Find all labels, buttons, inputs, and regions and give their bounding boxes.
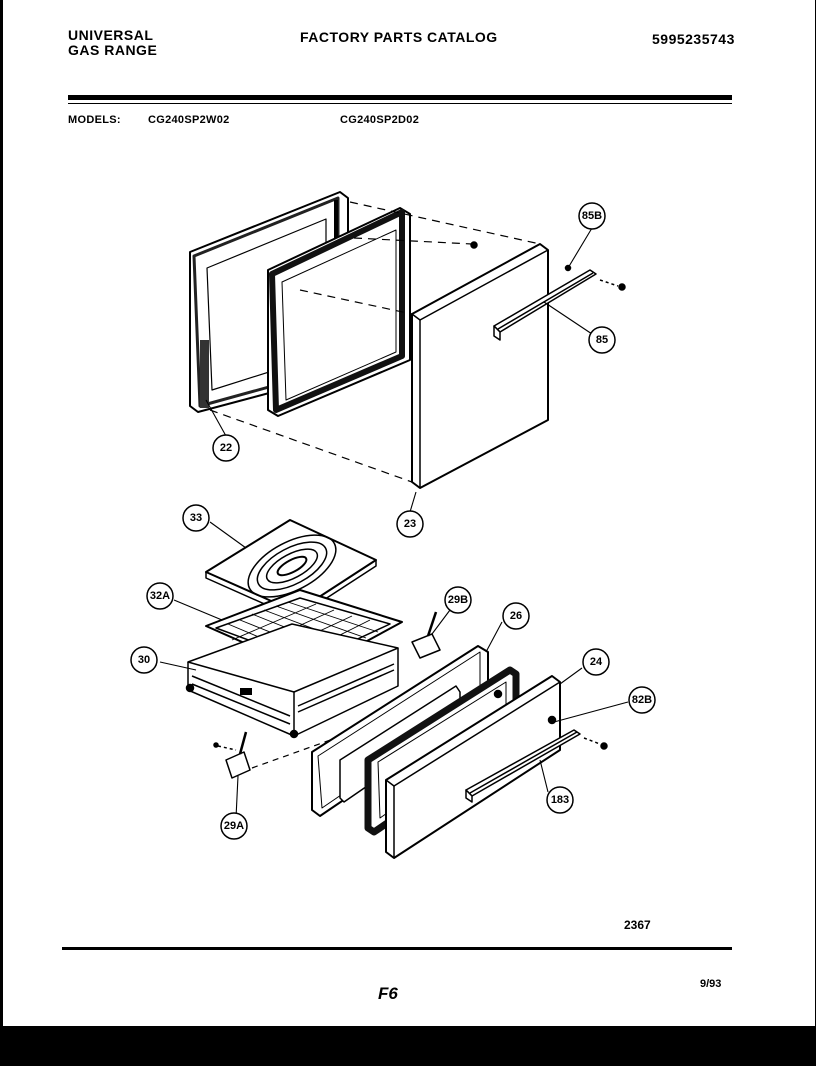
svg-text:85: 85 bbox=[596, 334, 608, 346]
callout-24: 24 bbox=[582, 648, 610, 676]
header-rule-thick bbox=[68, 95, 732, 100]
svg-text:85B: 85B bbox=[582, 210, 602, 222]
catalog-title: FACTORY PARTS CATALOG bbox=[300, 29, 498, 45]
catalog-number: 5995235743 bbox=[652, 31, 735, 47]
broiler-pan-part-33 bbox=[205, 519, 377, 619]
callout-82b: 82B bbox=[628, 686, 656, 714]
svg-text:32A: 32A bbox=[150, 590, 170, 602]
drawer-handle-part-183 bbox=[465, 729, 581, 803]
callout-32a: 32A bbox=[146, 582, 174, 610]
callout-85: 85 bbox=[588, 326, 616, 354]
drawer-bracket-part-29a bbox=[213, 731, 251, 779]
callout-29b: 29B bbox=[444, 586, 472, 614]
callout-23: 23 bbox=[396, 510, 424, 538]
footer-rule bbox=[62, 947, 732, 950]
svg-text:23: 23 bbox=[404, 518, 416, 530]
handle-screw-82b bbox=[583, 737, 608, 750]
callout-26: 26 bbox=[502, 602, 530, 630]
brand-line-2: GAS RANGE bbox=[68, 42, 158, 58]
callout-183: 183 bbox=[546, 786, 574, 814]
scan-bottom-band bbox=[0, 1026, 816, 1066]
door-handle-part-85 bbox=[493, 269, 597, 341]
date-code: 9/93 bbox=[700, 978, 722, 990]
models-label: MODELS: bbox=[68, 114, 121, 126]
svg-text:24: 24 bbox=[590, 656, 603, 668]
callout-33: 33 bbox=[182, 504, 210, 532]
door-outer-panel-part-23 bbox=[411, 243, 549, 489]
drawer-bracket-part-29b bbox=[411, 611, 441, 659]
page-number: F6 bbox=[378, 984, 398, 1003]
callout-22: 22 bbox=[212, 434, 240, 462]
model-number-2: CG240SP2D02 bbox=[340, 114, 420, 126]
drawing-number: 2367 bbox=[624, 918, 651, 932]
brand-line-1: UNIVERSAL bbox=[68, 27, 154, 43]
svg-text:29B: 29B bbox=[448, 594, 468, 606]
drawer-front-outer-panel bbox=[385, 675, 561, 859]
callout-85b: 85B bbox=[578, 202, 606, 230]
brand-block: UNIVERSAL GAS RANGE bbox=[68, 28, 157, 58]
door-glass-panel bbox=[267, 207, 411, 417]
svg-text:29A: 29A bbox=[224, 820, 244, 832]
broiler-drawer-body-part-30 bbox=[185, 623, 399, 739]
svg-text:183: 183 bbox=[551, 794, 569, 806]
svg-text:26: 26 bbox=[510, 610, 522, 622]
callout-30: 30 bbox=[130, 646, 158, 674]
model-number-1: CG240SP2W02 bbox=[148, 114, 230, 126]
svg-text:22: 22 bbox=[220, 442, 232, 454]
svg-text:33: 33 bbox=[190, 512, 202, 524]
header-rule-thin bbox=[68, 103, 732, 104]
svg-text:82B: 82B bbox=[632, 694, 652, 706]
scan-left-edge bbox=[0, 0, 3, 1030]
svg-text:30: 30 bbox=[138, 654, 150, 666]
callout-29a: 29A bbox=[220, 812, 248, 840]
